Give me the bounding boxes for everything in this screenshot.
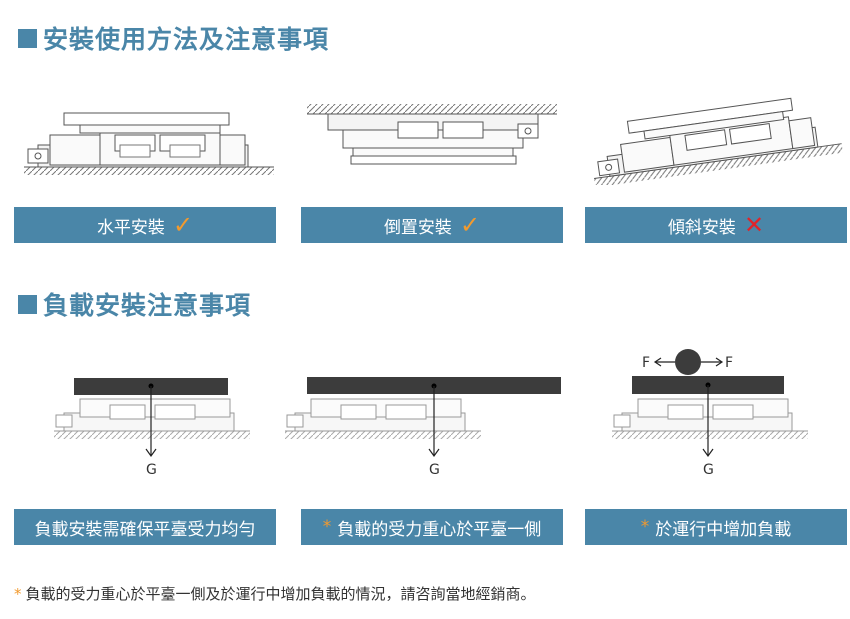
force-label-right: F [725, 355, 733, 371]
horizontal-install-label: 水平安裝 [96, 217, 165, 238]
check-icon: ✓ [459, 211, 481, 239]
check-icon: ✓ [172, 211, 194, 239]
asterisk-mark: * [640, 517, 650, 537]
inverted-install-label: 倒置安裝 [383, 217, 452, 238]
cross-icon: ✕ [743, 211, 765, 239]
horizontal-install-bar: 水平安裝 ✓ [14, 207, 276, 243]
gravity-label: G [146, 462, 157, 478]
inverted-install-figure [307, 104, 557, 165]
section-load-title: 負載安裝注意事項 [43, 291, 252, 320]
heading-square-icon [18, 28, 37, 48]
footnote-text: 負載的受力重心於平臺一側及於運行中增加負載的情況，請咨詢當地經銷商。 [25, 585, 536, 603]
section-installation-title: 安裝使用方法及注意事項 [43, 25, 330, 54]
footnote: *負載的受力重心於平臺一側及於運行中增加負載的情況，請咨詢當地經銷商。 [14, 583, 536, 604]
section-load-heading: 負載安裝注意事項 [18, 286, 251, 322]
force-label-left: F [642, 355, 650, 371]
inverted-install-bar: 倒置安裝 ✓ [301, 207, 563, 243]
offset-load-figure: G [285, 377, 561, 478]
offset-load-bar: * 負載的受力重心於平臺一側 [301, 509, 563, 545]
horizontal-install-figure [24, 112, 274, 175]
section-installation-heading: 安裝使用方法及注意事項 [18, 20, 329, 56]
offset-load-label: 負載的受力重心於平臺一側 [337, 519, 542, 540]
heading-square-icon [18, 294, 37, 314]
asterisk-mark: * [322, 517, 332, 537]
gravity-label: G [703, 462, 714, 478]
centered-load-figure: G [54, 378, 250, 478]
even-load-label: 負載安裝需確保平臺受力均勻 [34, 519, 256, 540]
dynamic-load-figure: F F G [612, 349, 808, 478]
gravity-label: G [429, 462, 440, 478]
tilted-install-figure [593, 97, 843, 185]
footnote-asterisk: * [14, 585, 22, 603]
even-load-bar: 負載安裝需確保平臺受力均勻 [14, 509, 276, 545]
tilted-install-label: 傾斜安裝 [667, 217, 736, 238]
dynamic-load-bar: * 於運行中增加負載 [585, 509, 847, 545]
tilted-install-bar: 傾斜安裝 ✕ [585, 207, 847, 243]
dynamic-load-label: 於運行中增加負載 [655, 519, 792, 540]
